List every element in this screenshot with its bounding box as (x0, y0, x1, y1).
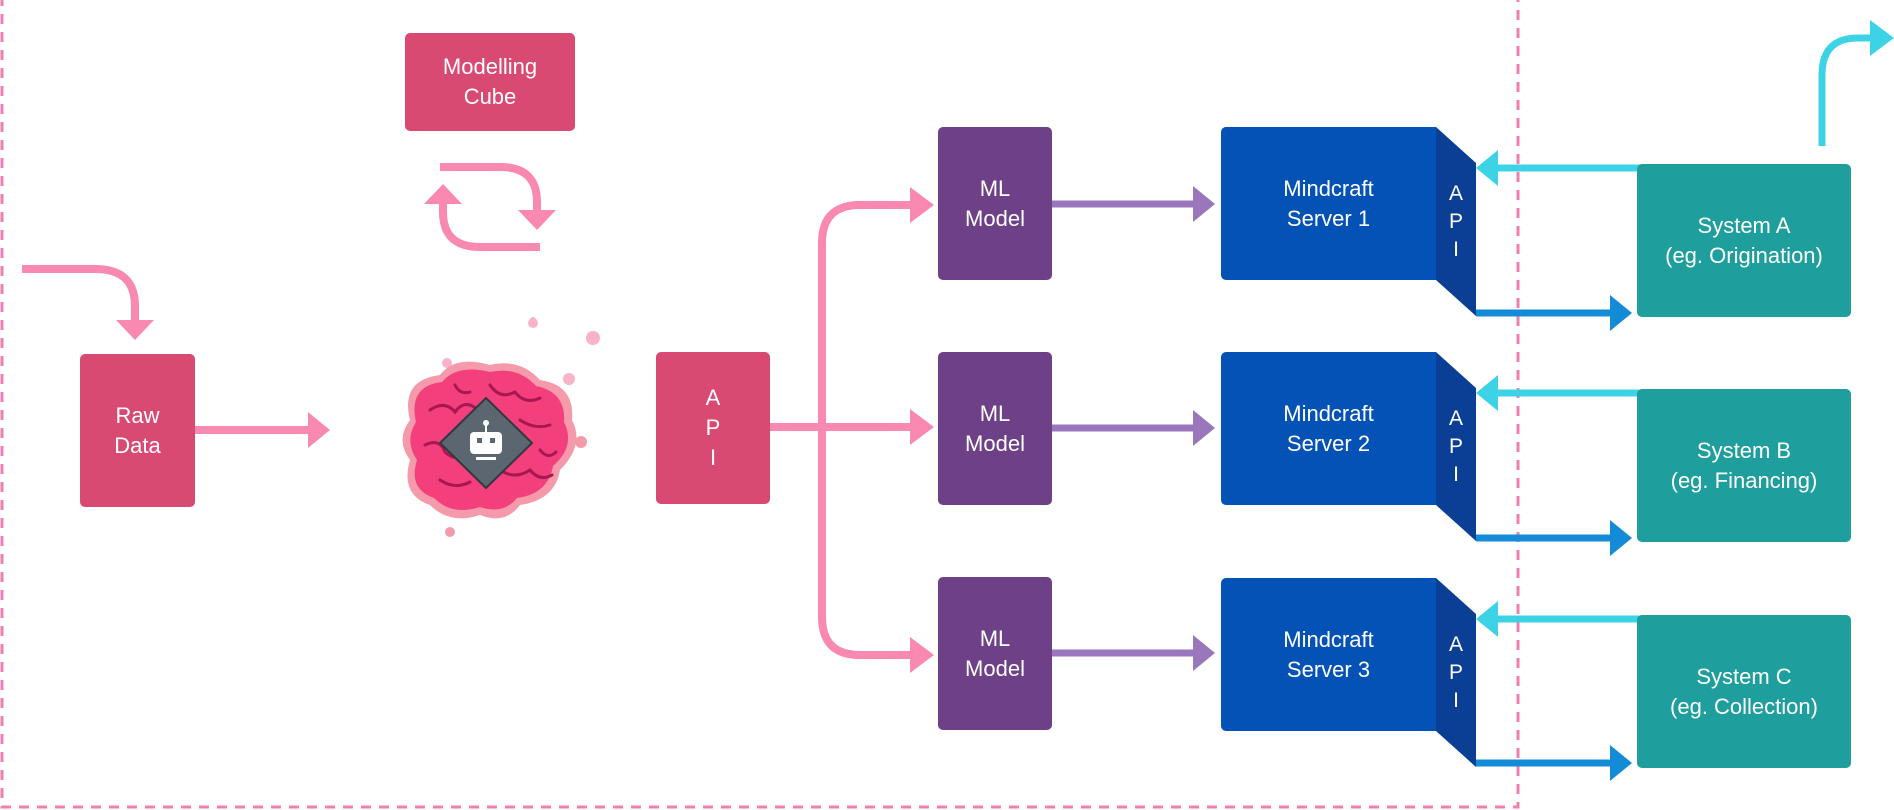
raw-data-label: Raw Data (114, 402, 161, 458)
system-b-box: System B (eg. Financing) (1637, 389, 1851, 542)
server-3-api-label: A P I (1448, 633, 1463, 712)
api-box: A P I (656, 352, 770, 504)
brain-with-robot-icon (402, 317, 600, 537)
system-a-box: System A (eg. Origination) (1637, 164, 1851, 317)
system-boundary (0, 0, 1520, 809)
raw-data-input-arrow (22, 265, 154, 340)
server-label: Mindcraft Server 1 (1283, 175, 1374, 231)
api-to-ml-models-arrows (768, 187, 934, 673)
mindcraft-server-1: Mindcraft Server 1 (1221, 127, 1436, 280)
modelling-cube-box: Modelling Cube (405, 33, 575, 131)
server-label: Mindcraft Server 3 (1283, 626, 1374, 682)
system-label: System A (eg. Origination) (1665, 212, 1823, 268)
ml-model-box-3: ML Model (938, 577, 1052, 730)
system-a-output-arrow (1818, 20, 1894, 146)
ml-model-box-1: ML Model (938, 127, 1052, 280)
mindcraft-server-2: Mindcraft Server 2 (1221, 352, 1436, 505)
system-c-box: System C (eg. Collection) (1637, 615, 1851, 768)
ml-to-server-arrows (1052, 186, 1215, 671)
raw-data-box: Raw Data (80, 354, 195, 507)
system-server-exchange-arrows (1476, 150, 1640, 781)
system-label: System C (eg. Collection) (1670, 663, 1818, 719)
server-2-api-label: A P I (1448, 407, 1463, 486)
ml-model-label: ML Model (965, 175, 1025, 231)
modelling-cube-label: Modelling Cube (442, 54, 538, 109)
refresh-cycle-icon (424, 163, 556, 251)
system-label: System B (eg. Financing) (1670, 437, 1818, 493)
ml-model-label: ML Model (965, 400, 1025, 456)
api-label: A P I (705, 385, 721, 470)
server-label: Mindcraft Server 2 (1283, 400, 1374, 456)
ml-model-box-2: ML Model (938, 352, 1052, 505)
ml-model-label: ML Model (965, 625, 1025, 681)
server-side-panels (1436, 127, 1476, 767)
mindcraft-server-3: Mindcraft Server 3 (1221, 578, 1436, 731)
raw-data-to-brain-arrow (195, 412, 330, 448)
server-1-api-label: A P I (1448, 182, 1463, 261)
